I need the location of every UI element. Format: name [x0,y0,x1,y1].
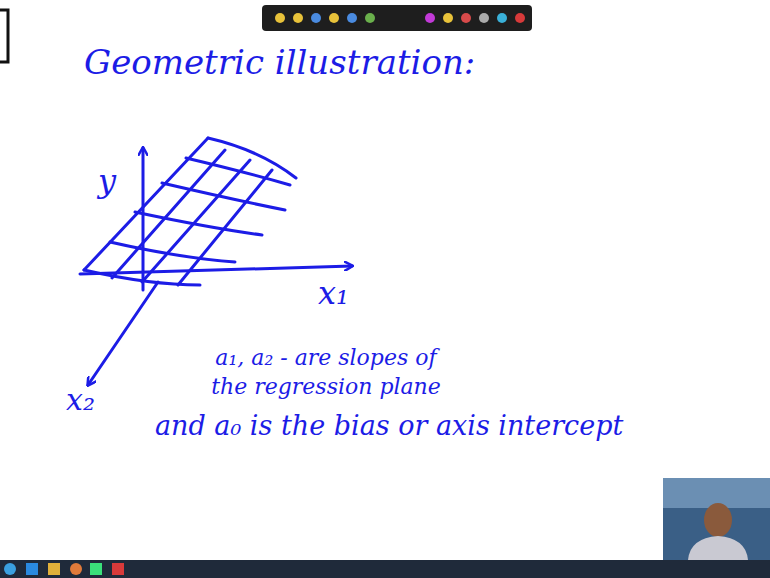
axis-label: x₁ [318,274,349,312]
taskbar [0,560,770,578]
edge-bracket [0,10,8,62]
presenter-video [663,478,770,560]
axis-label: y [98,162,116,200]
regression-plane [84,138,296,285]
taskbar-icons [4,563,124,575]
handwritten-note: and a₀ is the bias or axis intercept [155,410,623,441]
pen-toolbar [262,5,532,31]
handwritten-note: a₁, a₂ - are slopes of the regression pl… [196,344,456,401]
handwritten-title: Geometric illustration: [84,42,475,82]
toolbar-icons [275,13,525,23]
axis-label: x₂ [66,382,95,417]
